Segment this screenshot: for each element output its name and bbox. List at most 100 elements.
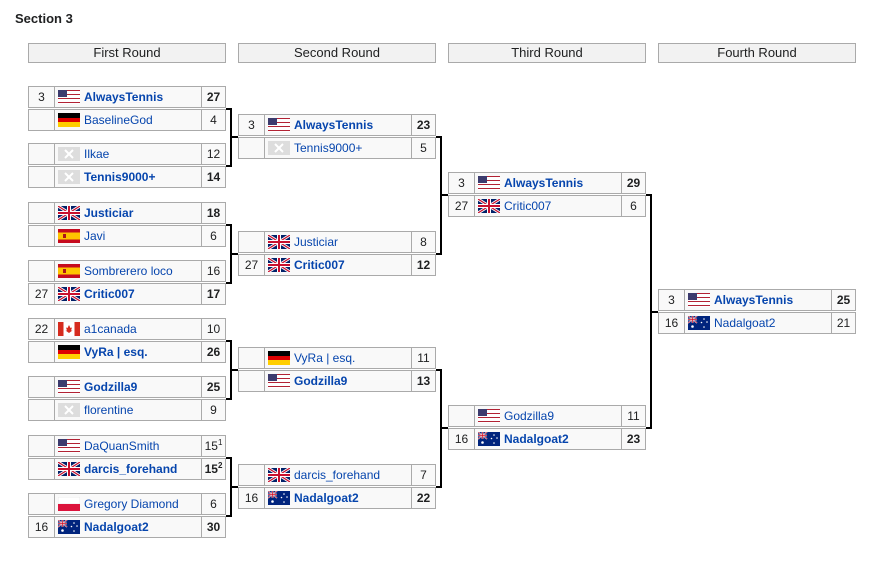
player-link[interactable]: Justiciar — [84, 206, 134, 220]
score-value: 23 — [416, 118, 431, 132]
score-note: 2 — [217, 461, 223, 470]
score-value: 15 — [204, 439, 218, 453]
player-link[interactable]: BaselineGod — [84, 113, 153, 127]
us-flag-icon — [478, 409, 500, 423]
score-value: 11 — [627, 409, 640, 423]
player-cell: Godzilla9 — [55, 377, 201, 397]
bracket-line — [226, 224, 232, 284]
score-value: 6 — [210, 229, 217, 243]
gb-flag-icon — [57, 285, 81, 303]
seed-cell: 3 — [239, 115, 265, 135]
player-link[interactable]: Nadalgoat2 — [714, 316, 776, 330]
player-cell: Critic007 — [475, 196, 621, 216]
player-link[interactable]: Critic007 — [504, 199, 552, 213]
score-cell: 152 — [201, 459, 225, 479]
player-link[interactable]: Sombrerero loco — [84, 264, 173, 278]
score-cell: 11 — [621, 406, 645, 426]
player-cell: darcis_forehand — [55, 459, 201, 479]
player-cell: Critic007 — [265, 255, 411, 275]
player-link[interactable]: a1canada — [84, 322, 137, 336]
player-link[interactable]: darcis_forehand — [294, 468, 381, 482]
player-link[interactable]: AlwaysTennis — [84, 90, 164, 104]
bracket-line — [436, 369, 442, 488]
seed-cell: 27 — [239, 255, 265, 275]
player-link[interactable]: Critic007 — [294, 258, 345, 272]
player-link[interactable]: AlwaysTennis — [714, 293, 794, 307]
es-flag-icon — [58, 264, 80, 278]
seed-cell — [29, 110, 55, 130]
seed-cell — [29, 144, 55, 164]
seed-cell — [239, 465, 265, 485]
de-flag-icon — [58, 113, 80, 127]
au-flag-icon — [477, 431, 500, 446]
player-cell: a1canada — [55, 319, 201, 339]
score-cell: 13 — [411, 371, 435, 391]
player-link[interactable]: florentine — [84, 403, 134, 417]
gb-flag-icon — [57, 204, 81, 222]
player-cell: AlwaysTennis — [475, 173, 621, 193]
au-flag-icon — [57, 519, 80, 534]
us-flag-icon — [58, 439, 80, 453]
round-header-third: Third Round — [448, 43, 646, 63]
player-link[interactable]: DaQuanSmith — [84, 439, 160, 453]
seed-cell: 16 — [29, 517, 55, 537]
bracket-line — [436, 136, 442, 255]
score-cell: 14 — [201, 167, 225, 187]
score-cell: 6 — [201, 226, 225, 246]
player-link[interactable]: Tennis9000+ — [84, 170, 156, 184]
au-flag-icon — [267, 490, 290, 505]
player-link[interactable]: Nadalgoat2 — [504, 432, 569, 446]
player-link[interactable]: Godzilla9 — [294, 374, 348, 388]
score-cell: 17 — [201, 284, 225, 304]
player-link[interactable]: Justiciar — [294, 235, 339, 249]
us-flag-icon — [268, 118, 290, 132]
team-row: Javi 6 — [28, 225, 226, 247]
score-cell: 30 — [201, 517, 225, 537]
seed-cell — [239, 371, 265, 391]
player-link[interactable]: Gregory Diamond — [84, 497, 179, 511]
player-link[interactable]: Nadalgoat2 — [84, 520, 149, 534]
player-link[interactable]: darcis_forehand — [84, 462, 178, 476]
team-row: Justiciar 8 — [238, 231, 436, 253]
score-value: 5 — [420, 141, 427, 155]
bracket-line — [646, 194, 652, 429]
score-value: 22 — [416, 491, 431, 505]
player-cell: Critic007 — [55, 284, 201, 304]
score-cell: 151 — [201, 436, 225, 456]
player-link[interactable]: Godzilla9 — [84, 380, 138, 394]
player-link[interactable]: VyRa | esq. — [84, 345, 148, 359]
score-cell: 12 — [201, 144, 225, 164]
player-link[interactable]: AlwaysTennis — [504, 176, 584, 190]
score-value: 12 — [416, 258, 431, 272]
seed-cell: 16 — [659, 313, 685, 333]
es-flag-icon — [58, 229, 80, 243]
seed-cell — [29, 167, 55, 187]
score-value: 16 — [206, 264, 221, 278]
seed-cell — [449, 406, 475, 426]
round-header-first: First Round — [28, 43, 226, 63]
score-cell: 23 — [411, 115, 435, 135]
player-link[interactable]: Ilkae — [84, 147, 110, 161]
player-link[interactable]: Nadalgoat2 — [294, 491, 359, 505]
player-link[interactable]: Critic007 — [84, 287, 135, 301]
team-row: 16 Nadalgoat2 22 — [238, 487, 436, 509]
player-cell: DaQuanSmith — [55, 436, 201, 456]
bracket-line — [226, 457, 232, 517]
player-link[interactable]: Godzilla9 — [504, 409, 555, 423]
player-cell: Godzilla9 — [475, 406, 621, 426]
score-value: 8 — [420, 235, 427, 249]
unknown-flag-icon — [58, 147, 80, 161]
us-flag-icon — [58, 380, 80, 394]
player-link[interactable]: Tennis9000+ — [294, 141, 363, 155]
player-link[interactable]: AlwaysTennis — [294, 118, 374, 132]
player-link[interactable]: VyRa | esq. — [294, 351, 356, 365]
score-cell: 16 — [201, 261, 225, 281]
player-cell: Justiciar — [265, 232, 411, 252]
player-link[interactable]: Javi — [84, 229, 106, 243]
seed-cell: 16 — [239, 488, 265, 508]
